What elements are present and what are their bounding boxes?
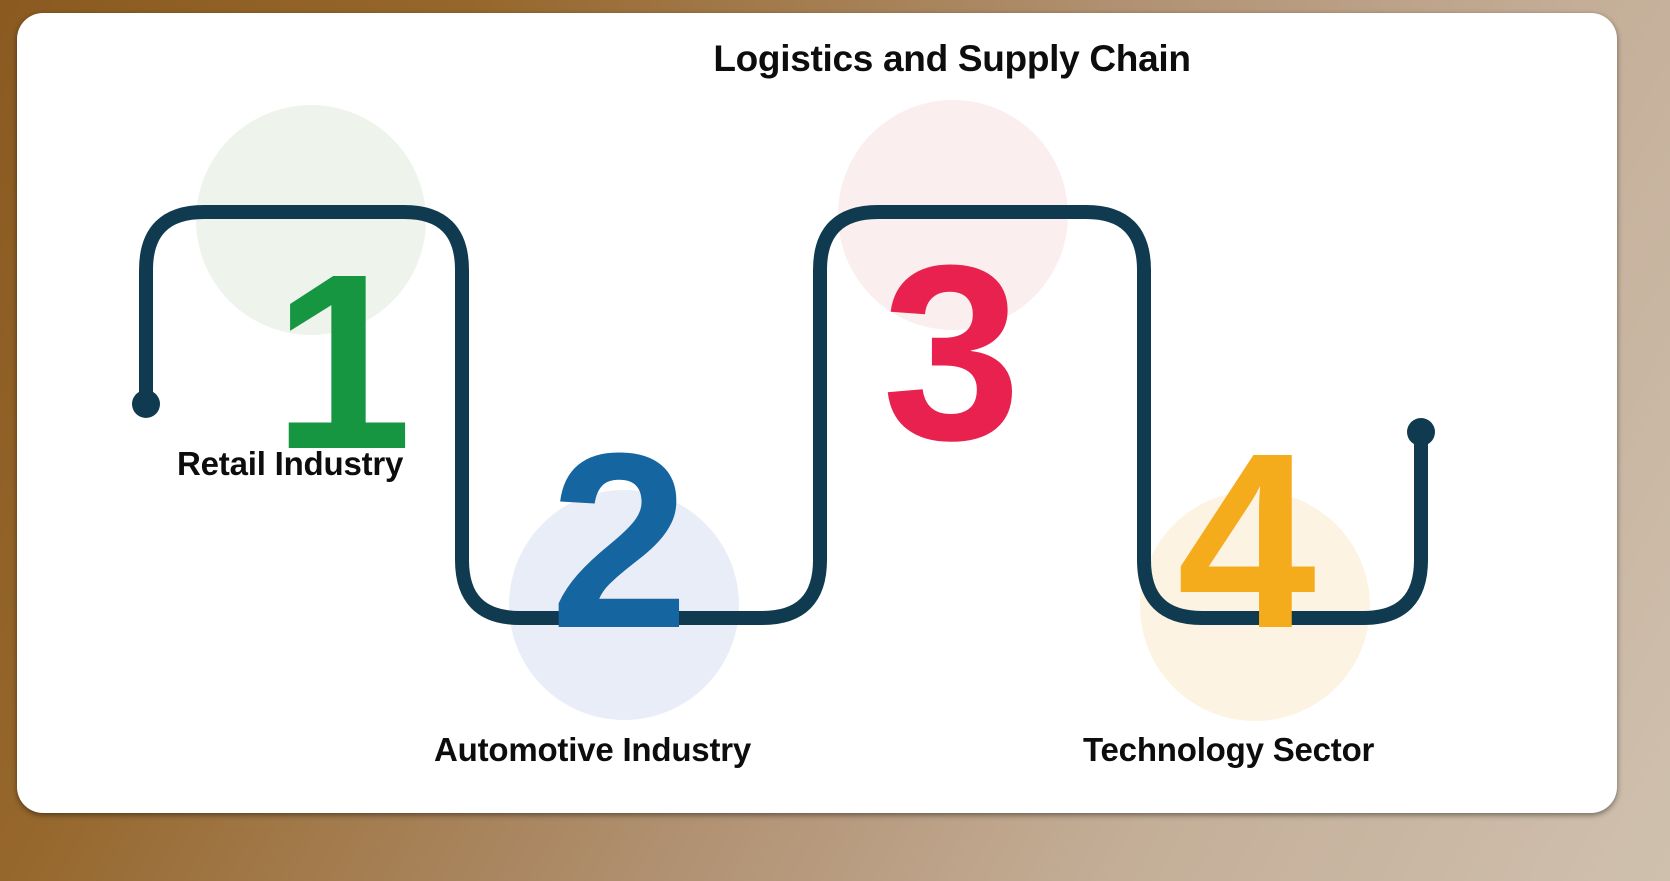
halo-circle-step-4 <box>1140 491 1370 721</box>
step-number-1: 1 <box>273 222 412 501</box>
process-flow-graphic <box>132 100 1435 721</box>
infographic-card: Logistics and Supply Chain 1 2 3 4 Retai… <box>17 13 1617 813</box>
step-label-automotive-industry: Automotive Industry <box>434 731 752 768</box>
end-dot-icon <box>1407 418 1435 446</box>
halo-circle-step-2 <box>509 490 739 720</box>
start-dot-icon <box>132 390 160 418</box>
step-number-4: 4 <box>1177 401 1316 680</box>
step-number-2: 2 <box>550 401 689 680</box>
step-number-3: 3 <box>882 213 1021 492</box>
page-title: Logistics and Supply Chain <box>713 38 1191 79</box>
process-path <box>139 205 1428 625</box>
step-label-technology-sector: Technology Sector <box>1083 731 1375 768</box>
halo-circle-step-1 <box>196 105 426 335</box>
step-label-retail-industry: Retail Industry <box>177 445 404 482</box>
